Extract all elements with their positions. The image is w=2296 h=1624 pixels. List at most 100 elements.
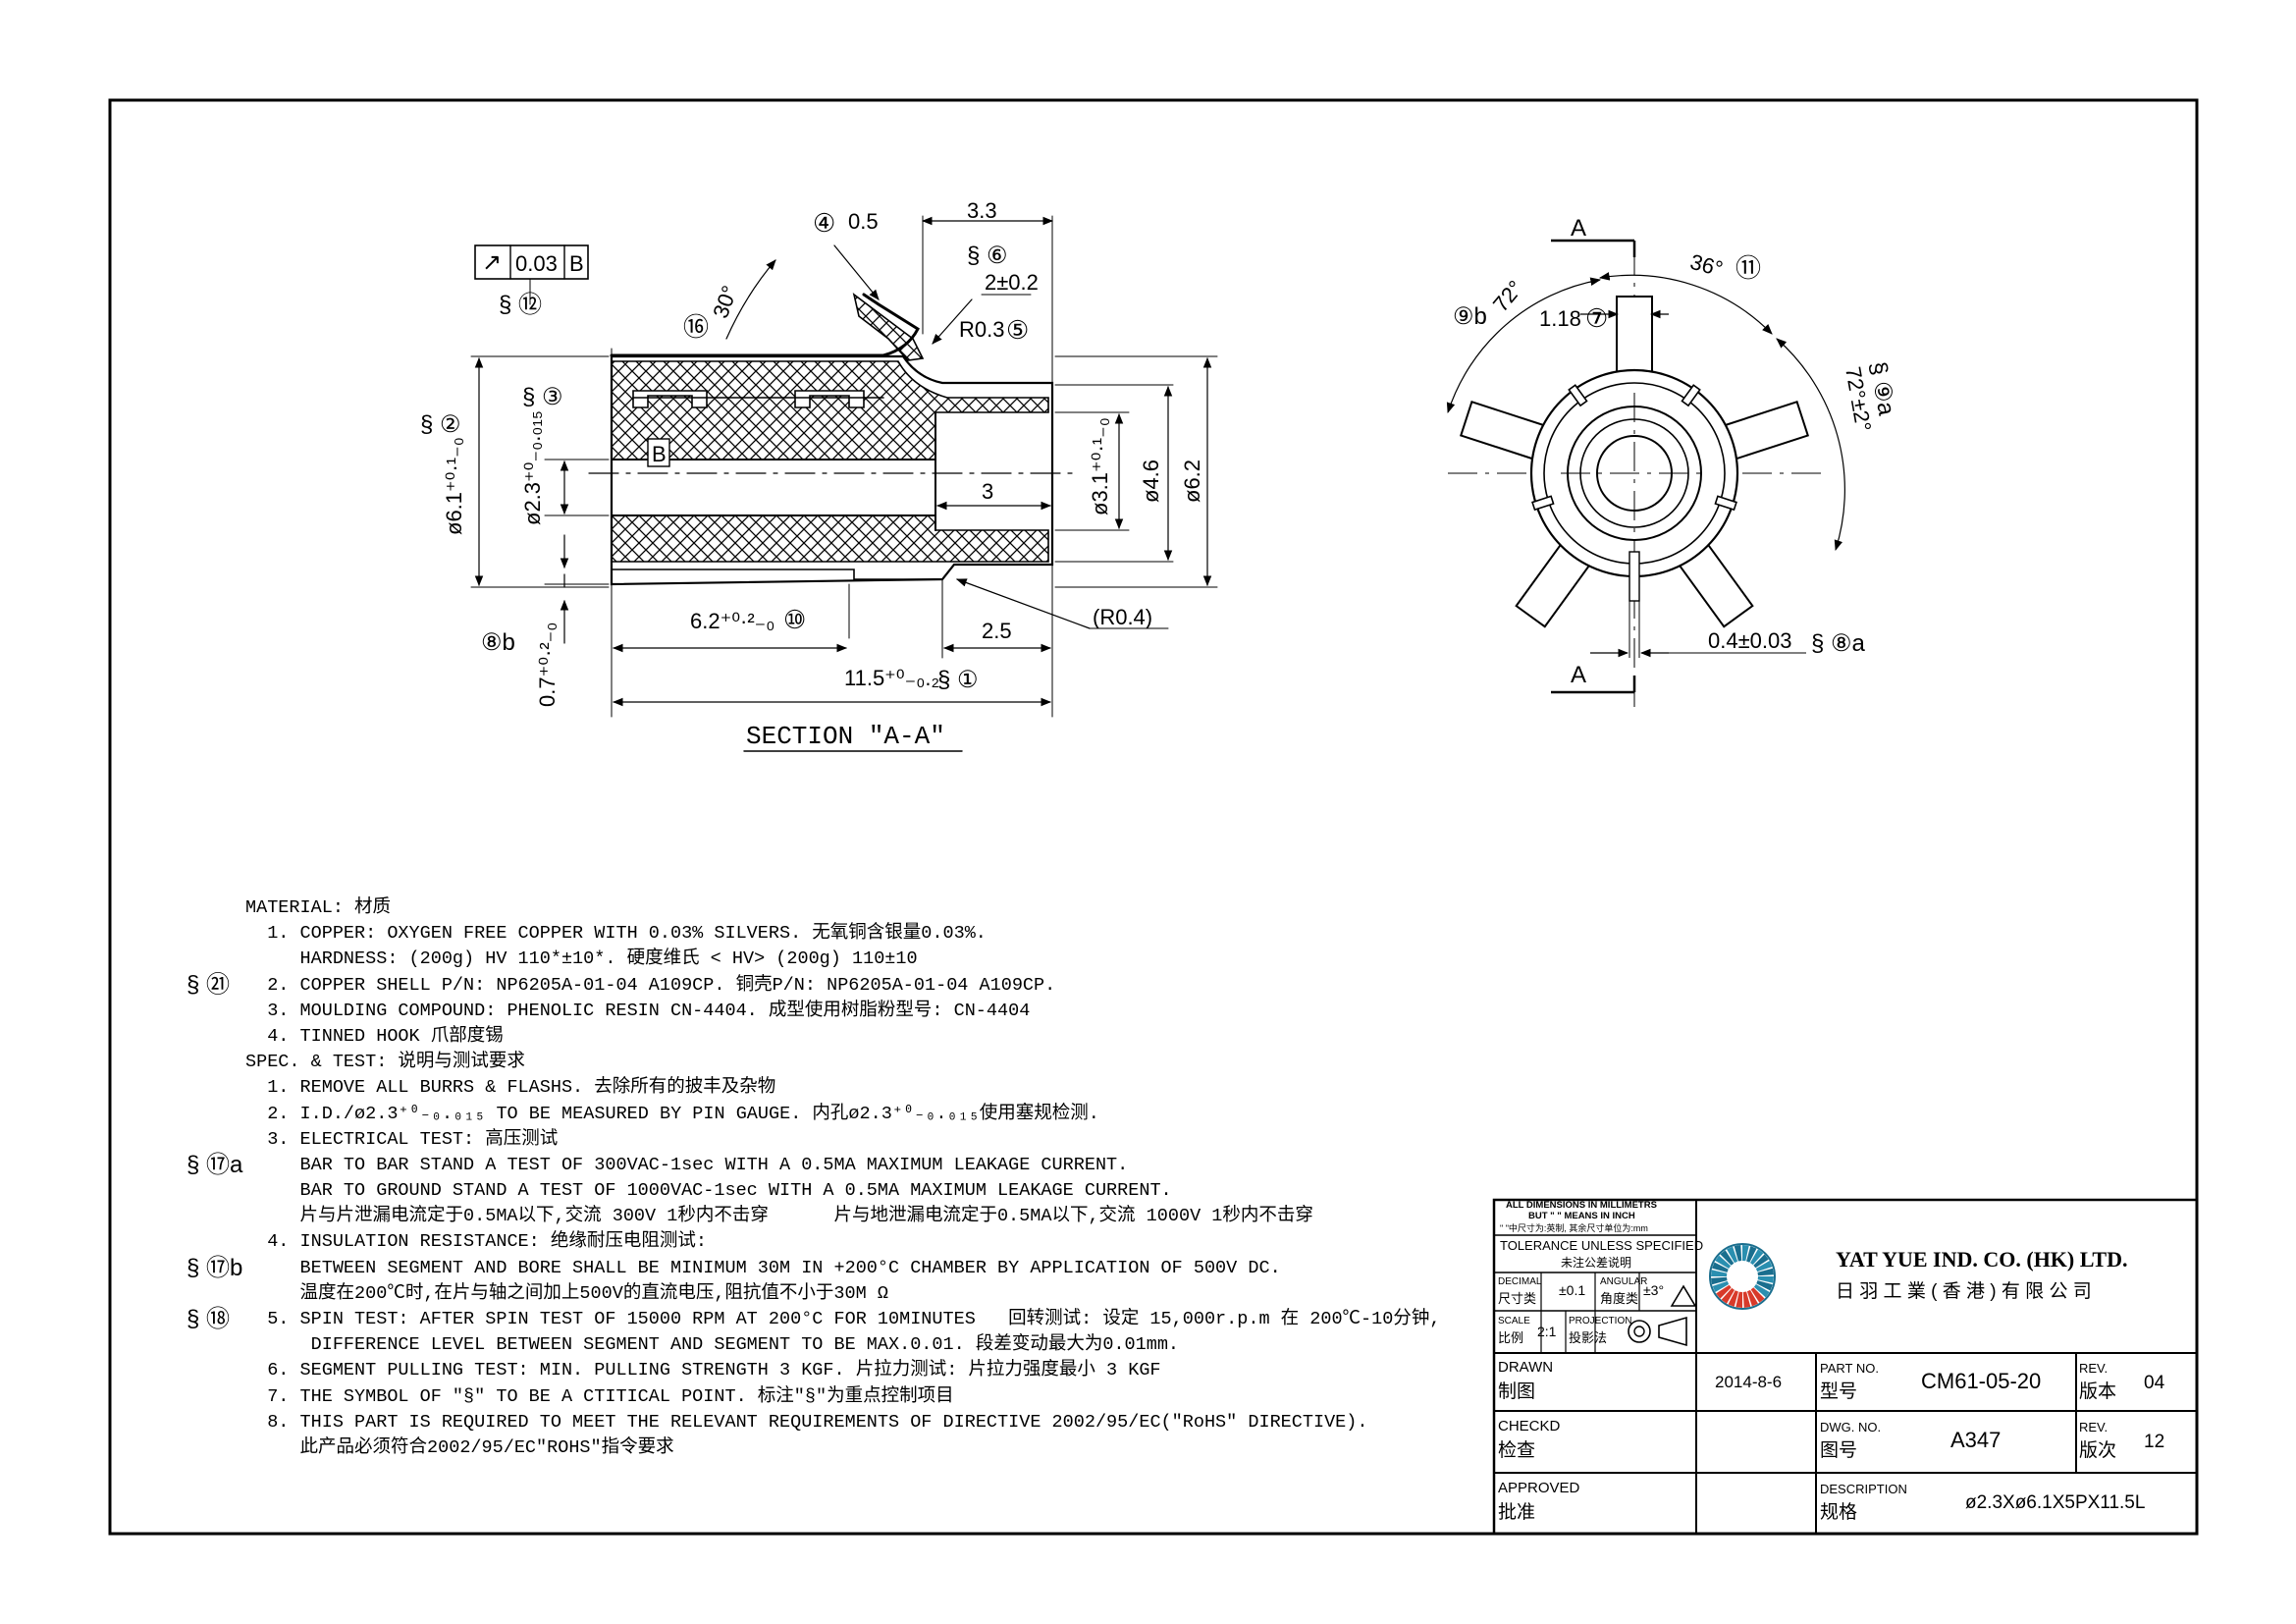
approved-label: APPROVED	[1498, 1480, 1580, 1496]
dim-31: ø3.1⁺⁰·¹₋₀	[1088, 417, 1112, 515]
title-block	[1492, 1198, 2199, 1536]
crit-6: § ⑥	[967, 243, 1008, 269]
dim-04: 0.4±0.03	[1708, 628, 1791, 653]
logo-segment	[1757, 1268, 1774, 1276]
segment-slot	[1714, 495, 1737, 512]
dim-0-5: 0.5	[848, 209, 879, 234]
hook	[852, 293, 925, 361]
dim-46: ø4.6	[1139, 460, 1163, 503]
logo-segment	[1716, 1284, 1732, 1299]
projection-label-cn: 投影法	[1569, 1330, 1608, 1345]
note-line: 3. ELECTRICAL TEST: 高压测试	[245, 1128, 559, 1150]
dim-30: 30°	[708, 283, 742, 322]
segment-slot	[1681, 384, 1701, 407]
dim-118: 1.18	[1539, 306, 1581, 331]
dim-2-0-2: 2±0.2	[985, 270, 1039, 295]
note-critical-mark: § ⑰b	[187, 1255, 242, 1281]
description-label-cn: 规格	[1820, 1502, 1858, 1523]
runout-value: 0.03	[515, 251, 558, 276]
note-line: BETWEEN SEGMENT AND BORE SHALL BE MINIMU…	[245, 1257, 1281, 1278]
drawn-label: DRAWN	[1498, 1359, 1554, 1376]
logo-segment	[1715, 1255, 1732, 1269]
dims-note-2: BUT " " MEANS IN INCH	[1528, 1211, 1635, 1221]
dwg-no-label: DWG. NO.	[1820, 1420, 1882, 1435]
section-mark-a-top: A	[1571, 215, 1586, 242]
note-critical-mark: § ㉑	[187, 972, 230, 999]
rev: 04	[2144, 1373, 2165, 1393]
crit-1: § ①	[937, 667, 979, 693]
dims-note-1: ALL DIMENSIONS IN MILLIMETRS	[1506, 1200, 1657, 1211]
note-line: 1. REMOVE ALL BURRS & FLASHS. 去除所有的披丰及杂物	[245, 1077, 776, 1099]
note-line: 6. SEGMENT PULLING TEST: MIN. PULLING ST…	[245, 1360, 1161, 1381]
angular-label: ANGULAR	[1600, 1276, 1648, 1287]
note-line: DIFFERENCE LEVEL BETWEEN SEGMENT AND SEG…	[245, 1334, 1180, 1356]
dim-r03: R0.3	[959, 317, 1004, 342]
datum-b: B	[652, 442, 667, 466]
scale-label-cn: 比例	[1498, 1330, 1524, 1345]
dim-23: ø2.3⁺⁰₋₀.₀₁₅	[520, 410, 545, 525]
note-line: 温度在200℃时,在片与轴之间加上500V的直流电压,阻抗值不小于30M Ω	[245, 1282, 888, 1304]
dim-72: 72°	[1488, 276, 1528, 317]
note-line: BAR TO BAR STAND A TEST OF 300VAC-1sec W…	[245, 1154, 1129, 1175]
logo-segment	[1746, 1246, 1757, 1263]
logo-segment	[1750, 1287, 1765, 1303]
logo-segment	[1755, 1261, 1773, 1272]
company-logo	[1709, 1243, 1776, 1310]
checked-label-cn: 检查	[1498, 1440, 1536, 1461]
note-line: HARDNESS: (200g) HV 110*±10*. 硬度维氏 < HV>…	[245, 948, 918, 970]
tolerance-title-cn: 未注公差说明	[1561, 1256, 1632, 1270]
note-critical-mark: § ⑱	[187, 1306, 230, 1332]
section-mark-a-bottom: A	[1571, 662, 1586, 688]
note-line: MATERIAL: 材质	[245, 897, 392, 918]
decimal-label-cn: 尺寸类	[1498, 1291, 1537, 1306]
logo-center	[1730, 1264, 1755, 1289]
logo-segment	[1720, 1250, 1735, 1266]
dim-8b: ⑧b	[481, 629, 515, 656]
dim-16: ⑯	[683, 312, 709, 342]
dwg-no-label-cn: 图号	[1820, 1440, 1858, 1461]
note-line: 3. MOULDING COMPOUND: PHENOLIC RESIN CN-…	[245, 1000, 1031, 1021]
dim-10: ⑩	[783, 605, 806, 634]
part-no: CM61-05-20	[1921, 1369, 2042, 1393]
logo-segment	[1728, 1290, 1738, 1307]
logo-segment	[1734, 1245, 1742, 1262]
note-critical-mark: § ⑰a	[187, 1152, 243, 1178]
dim-07: 0.7⁺⁰·²₋₀	[535, 623, 560, 707]
decimal-value: ±0.1	[1559, 1282, 1586, 1298]
decimal-label: DECIMAL	[1498, 1276, 1542, 1287]
note-line: 8. THIS PART IS REQUIRED TO MEET THE REL…	[245, 1411, 1368, 1433]
note-line: SPEC. & TEST: 说明与测试要求	[245, 1052, 525, 1073]
dim-4: ④	[813, 208, 835, 238]
rev2-label-cn: 版次	[2079, 1440, 2117, 1461]
scale-label: SCALE	[1498, 1316, 1530, 1326]
logo-segment	[1742, 1245, 1749, 1262]
note-line: 片与片泄漏电流定于0.5MA以下,交流 300V 1秒内不击穿 片与地泄漏电流定…	[245, 1206, 1313, 1227]
tolerance-title: TOLERANCE UNLESS SPECIFIED	[1500, 1238, 1704, 1253]
dim-r04: (R0.4)	[1093, 605, 1152, 629]
dim-9b: ⑨b	[1453, 303, 1487, 330]
dim-3: 3	[982, 479, 993, 504]
logo-segment	[1750, 1249, 1764, 1266]
company-name-cn: 日 羽 工 業 ( 香 港 ) 有 限 公 司	[1836, 1281, 2092, 1302]
section-view: ↗ 0.03 B § ⑫ ④ 0.5 3.3 § ⑥ 2±0.2 ⑯ 30° R…	[420, 198, 1218, 752]
logo-segment	[1753, 1284, 1770, 1298]
approved-label-cn: 批准	[1498, 1502, 1536, 1523]
crit-3: § ③	[522, 384, 563, 410]
dim-36: 36°	[1687, 249, 1726, 282]
company-name-en: YAT YUE IND. CO. (HK) LTD.	[1836, 1247, 2128, 1272]
dwg-no: A347	[1950, 1428, 2002, 1452]
crit-12: § ⑫	[499, 292, 542, 318]
lower-hatch	[611, 514, 1049, 563]
logo-segment	[1711, 1276, 1728, 1285]
drawn-date: 2014-8-6	[1715, 1373, 1783, 1391]
note-line: 5. SPIN TEST: AFTER SPIN TEST OF 15000 R…	[245, 1309, 1441, 1329]
crit-2: § ②	[420, 411, 461, 438]
angular-label-cn: 角度类	[1600, 1291, 1639, 1306]
note-line: 2. I.D./ø2.3⁺⁰₋₀.₀₁₅ TO BE MEASURED BY P…	[245, 1103, 1099, 1124]
runout-datum: B	[569, 251, 584, 276]
section-title: SECTION "A-A"	[746, 722, 945, 751]
dims-note-3: " "中尺寸为:英制, 其余尺寸单位为:mm	[1500, 1223, 1648, 1233]
dim-115: 11.5⁺⁰₋₀.₂	[844, 666, 939, 690]
dim-62: ø6.2	[1180, 460, 1204, 503]
dim-62-len: 6.2⁺⁰·²₋₀	[690, 609, 774, 633]
